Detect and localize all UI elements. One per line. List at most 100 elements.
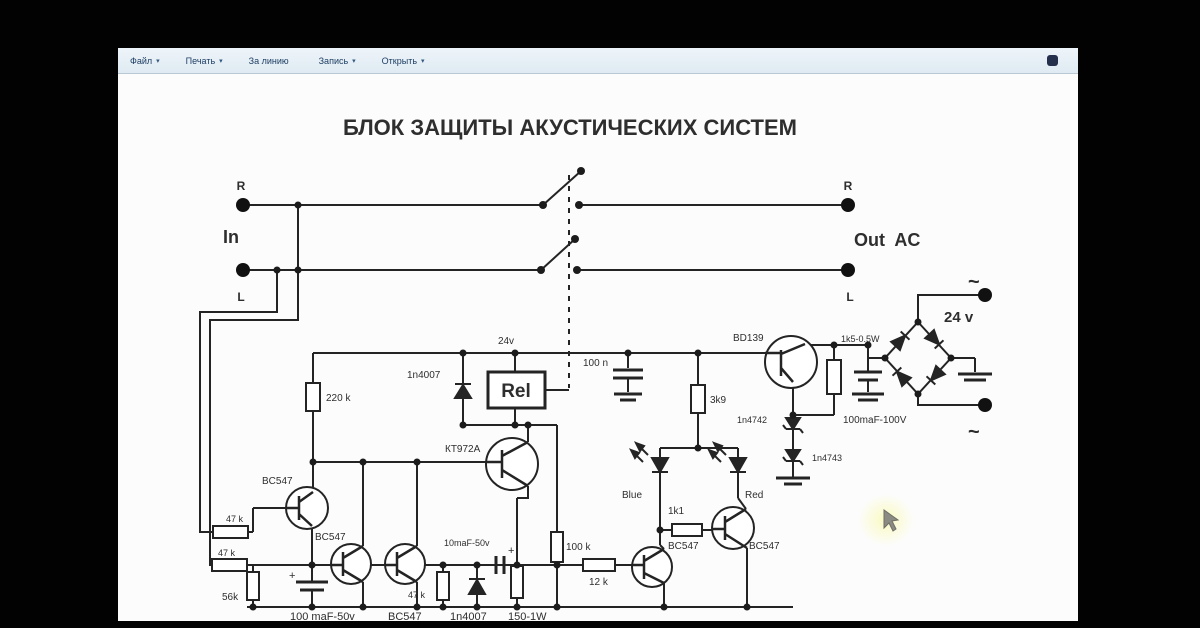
capacitor-100maf-50v (296, 580, 328, 592)
terminals (236, 198, 992, 412)
label-bc547-4: BC547 (668, 541, 699, 552)
menu-label: За линию (248, 55, 289, 66)
terminal-in-r (236, 198, 250, 212)
resistor-3k9 (690, 384, 706, 414)
label-ac-top: ~ (968, 271, 980, 293)
label-bc547-3: BC547 (388, 611, 422, 623)
terminal-ac-2 (978, 398, 992, 412)
capacitors (296, 368, 882, 592)
resistor-56k (246, 571, 260, 601)
resistor-47k-1 (212, 525, 249, 539)
letterbox-bottom (0, 621, 1200, 628)
label-bd139: BD139 (733, 333, 764, 344)
label-1n4742: 1n4742 (737, 415, 767, 425)
label-plus-1: + (289, 570, 295, 582)
terminal-out-l (841, 263, 855, 277)
label-kt972a: КТ972А (445, 444, 481, 455)
label-150-1w: 150-1W (508, 611, 547, 623)
capacitor-100n (613, 368, 643, 380)
app-icon[interactable] (1047, 55, 1058, 66)
junction-dots (249, 167, 955, 611)
transistor-leads (286, 342, 806, 585)
label-100k: 100 k (566, 542, 591, 553)
menu-label: Запись (318, 55, 349, 66)
resistor-100k (550, 531, 564, 563)
label-led-blue: Blue (622, 490, 642, 501)
label-relay: Rel (501, 381, 531, 402)
menu-bar: Файл ▾ Печать ▾ За линию Запись ▾ Открыт… (118, 48, 1078, 74)
capacitor-100maf-100v (854, 370, 882, 382)
label-out-r: R (844, 179, 853, 193)
zener-1n4742 (782, 417, 804, 434)
letterbox-right (1078, 48, 1200, 628)
chevron-down-icon: ▾ (421, 57, 425, 65)
terminal-out-r (841, 198, 855, 212)
label-100n: 100 n (583, 358, 608, 369)
page-title: БЛОК ЗАЩИТЫ АКУСТИЧЕСКИХ СИСТЕМ (343, 115, 797, 140)
label-24v-rail: 24v (498, 336, 514, 347)
label-led-red: Red (745, 490, 763, 501)
resistor-1k5 (826, 359, 842, 395)
label-47k-3: 47 k (408, 590, 426, 600)
bridge-diode-4 (925, 364, 947, 386)
menu-item-record[interactable]: Запись ▾ (319, 56, 356, 66)
label-plus-2: + (508, 545, 514, 557)
resistors (211, 359, 842, 601)
menu-label: Открыть (381, 55, 418, 66)
mouse-cursor-icon (883, 509, 900, 532)
transistor-kt972a (485, 437, 539, 491)
bridge-diode-2 (923, 328, 945, 350)
labels: БЛОК ЗАЩИТЫ АКУСТИЧЕСКИХ СИСТЕМ R In L R… (218, 115, 980, 623)
relay-box (486, 370, 547, 410)
resistor-150 (510, 565, 524, 599)
label-220k: 220 k (326, 393, 351, 404)
menu-item-print[interactable]: Печать ▾ (186, 56, 223, 66)
chevron-down-icon: ▾ (352, 57, 356, 65)
label-56k: 56k (222, 592, 239, 603)
label-1n4007-2: 1n4007 (450, 611, 487, 623)
label-in-l: L (237, 290, 244, 304)
led-red (706, 441, 748, 475)
resistor-1k1 (671, 523, 703, 537)
diodes (453, 328, 947, 595)
label-out-l: L (846, 290, 853, 304)
chevron-down-icon: ▾ (219, 57, 223, 65)
letterbox-left (0, 48, 118, 628)
terminal-in-l (236, 263, 250, 277)
menu-label: Печать (185, 55, 216, 66)
label-in-r: R (237, 179, 246, 193)
capacitor-10maf (494, 556, 506, 574)
label-ac-bottom: ~ (968, 421, 980, 443)
menu-item-line[interactable]: За линию (249, 56, 293, 66)
label-24v-ac: 24 v (944, 309, 974, 326)
terminal-ac-1 (978, 288, 992, 302)
label-47k-1: 47 k (226, 514, 244, 524)
transistor-bd139 (764, 335, 818, 389)
resistor-220k (305, 382, 321, 412)
label-100maf-50v: 100 maF-50v (290, 611, 355, 623)
chevron-down-icon: ▾ (156, 57, 160, 65)
menu-item-file[interactable]: Файл ▾ (130, 56, 160, 66)
zener-1n4743 (782, 449, 804, 466)
menu-item-open[interactable]: Открыть ▾ (382, 56, 425, 66)
transistor-bc547-4 (631, 546, 673, 588)
label-47k-2: 47 k (218, 548, 236, 558)
label-bridge-cap: 100maF-100V (843, 415, 907, 426)
bridge-diode-1 (889, 330, 911, 352)
label-in: In (223, 227, 239, 247)
letterbox-top (0, 0, 1200, 48)
label-bc547-1: BC547 (262, 476, 293, 487)
document-page: Файл ▾ Печать ▾ За линию Запись ▾ Открыт… (118, 48, 1078, 621)
label-bc547-2: BC547 (315, 532, 346, 543)
menu-label: Файл (130, 55, 153, 66)
label-bc547-5: BC547 (749, 541, 780, 552)
led-blue (628, 441, 670, 475)
label-1n4007-1: 1n4007 (407, 370, 441, 381)
diode-1n4007-1 (453, 383, 473, 399)
label-out-ac: Out AC (854, 230, 920, 250)
resistor-47k-3 (436, 571, 450, 601)
label-12k: 12 k (589, 577, 609, 588)
transistors (285, 335, 818, 588)
label-1k1: 1k1 (668, 506, 685, 517)
